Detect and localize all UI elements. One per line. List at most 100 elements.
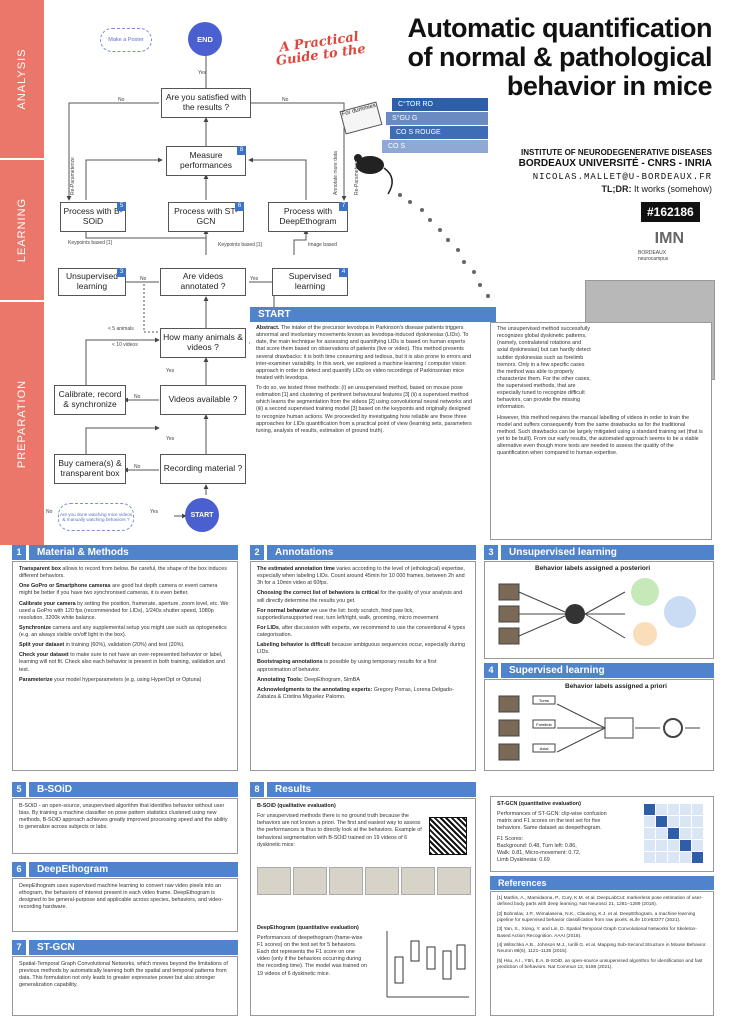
recording-box: Recording material ? xyxy=(160,454,246,484)
s2-item: Choosing the correct list of behaviors i… xyxy=(257,590,469,604)
label-image: Image based xyxy=(308,242,337,248)
flowchart-arrows xyxy=(66,47,347,519)
how-many-box: How many animals & videos ? xyxy=(160,328,246,358)
label-lt5: < 5 animals xyxy=(108,326,134,332)
section-8-body: B-SOiD (qualitative evaluation) For unsu… xyxy=(250,798,476,1016)
s1-item-text: allows to record from below. Be careful,… xyxy=(19,566,227,580)
references-header: References xyxy=(490,876,714,890)
badge-7: 7 xyxy=(339,202,348,211)
sidebar-learning: LEARNING xyxy=(0,160,44,300)
supervised-label: Supervised learning xyxy=(288,271,332,291)
s1-item: One GoPro or Smartphone cameras are good… xyxy=(19,583,231,597)
s2-item-text: we use the list: body scratch, hind paw … xyxy=(257,607,439,621)
s2-item-text: because ambiguous sequences occur, espec… xyxy=(257,642,465,656)
s2-item-text: for the quality of your analysis and wil… xyxy=(257,590,463,604)
conclusion-panel: The unsupervised method successfully rec… xyxy=(490,322,712,540)
section-6-body: DeepEthogram uses supervised machine lea… xyxy=(12,878,238,932)
confusion-cell xyxy=(668,804,679,815)
s2-item-text: DeepEthogram, SimBA xyxy=(302,676,360,683)
section-1-number: 1 xyxy=(12,545,26,560)
f1-line-1: Background: 0.48, Turn left: 0.86, xyxy=(497,842,577,849)
f1-line-2: Walk: 0.81, Micro-movement: 0.72, xyxy=(497,849,581,856)
confusion-cell xyxy=(680,804,691,815)
label-no-annotated: No xyxy=(140,276,147,282)
confusion-cell xyxy=(680,840,691,851)
section-3-title: Unsupervised learning xyxy=(501,545,714,560)
affiliation-1: INSTITUTE OF NEURODEGENERATIVE DISEASES xyxy=(521,148,712,157)
results-bsoid-text: For unsupervised methods there is no gro… xyxy=(257,813,422,848)
results-bsoid-head-text: B-SOiD (qualitative evaluation) xyxy=(257,803,336,809)
confusion-cell xyxy=(668,840,679,851)
abstract-label: Abstract. xyxy=(256,325,280,331)
title-line-2: of normal & pathological xyxy=(407,41,712,72)
section-2-number: 2 xyxy=(250,545,264,560)
conclusion-paragraph-1: The unsupervised method successfully rec… xyxy=(497,326,591,411)
logo-sub: BORDEAUX neurocampus xyxy=(638,250,669,262)
frame-6 xyxy=(437,867,471,895)
badge-3: 3 xyxy=(117,268,126,277)
s2-item: Annotating Tools: DeepEthogram, SimBA xyxy=(257,677,469,684)
results-deep-head: DeepEthogram (quantitative evaluation) xyxy=(257,925,469,932)
s1-item-bold: Parameterize xyxy=(19,676,53,683)
reference-item: [1] Mathis, A., Mamidanna, P., Cury, K.M… xyxy=(497,896,703,908)
book-spine-2: S°GU G xyxy=(386,112,488,125)
contact-email: NICOLAS.MALLET@U-BORDEAUX.FR xyxy=(532,172,712,182)
s2-item: Bootstraping annotations is possible by … xyxy=(257,659,469,673)
s1-item-text: camera and any supplemental setup you mi… xyxy=(19,624,227,638)
frame-2 xyxy=(293,867,327,895)
section-1-body: Transparent box allows to record from be… xyxy=(12,561,238,771)
reference-item: [5] Hsu, A.I., Yttri, E.A. B-SOiD, an op… xyxy=(497,958,703,970)
confusion-cell xyxy=(644,804,655,815)
label-reparam-left: Re-Parameterize xyxy=(70,157,76,195)
frame-1 xyxy=(257,867,291,895)
measure-label: Measure performances xyxy=(180,150,232,170)
confusion-cell xyxy=(668,816,679,827)
end-node: END xyxy=(188,22,222,56)
deepethogram-label: Process with DeepEthogram xyxy=(279,206,337,226)
results-bsoid-head: B-SOiD (qualitative evaluation) xyxy=(257,803,469,810)
section-6-number: 6 xyxy=(12,862,26,877)
badge-5: 5 xyxy=(117,202,126,211)
section-3-caption: Behavior labels assigned a posteriori xyxy=(535,565,651,572)
confusion-cell xyxy=(680,828,691,839)
frame-5 xyxy=(401,867,435,895)
unsupervised-label: Unsupervised learning xyxy=(66,271,118,291)
results-deep-head-text: DeepEthogram (quantitative evaluation) xyxy=(257,924,359,931)
affiliation-2: BORDEAUX UNIVERSITÉ - CNRS - INRIA xyxy=(518,158,712,169)
confusion-cell xyxy=(656,804,667,815)
s1-item-text: your model hyperparameters (e.g. using H… xyxy=(52,676,202,683)
label-no-start: No xyxy=(46,509,53,515)
conclusion-paragraph-2: However, this method requires the manual… xyxy=(497,414,703,457)
deepethogram-boxplot xyxy=(386,931,469,998)
bsoid-label: Process with B-SOiD xyxy=(63,206,123,226)
calibrate-box: Calibrate, record & synchronize xyxy=(54,385,126,415)
supervised-label-3: Axial xyxy=(540,746,549,751)
s1-item-text: by setting the position, framerate, aper… xyxy=(19,600,229,621)
book-spine-3: CO S ROUGE xyxy=(390,126,488,139)
unsupervised-diagram xyxy=(498,578,696,646)
label-keypoints-1: Keypoints based [1] xyxy=(68,240,112,246)
mouse-footprints xyxy=(354,154,490,298)
section-4-body: Behavior labels assigned a priori Turns … xyxy=(484,679,714,771)
s2-item: Labeling behavior is difficult because a… xyxy=(257,642,469,656)
hashtag-badge: #162186 xyxy=(641,202,700,222)
label-no-left: No xyxy=(118,97,125,103)
confusion-cell xyxy=(668,828,679,839)
results-deep-text: Performances of deepethogram (frame-wise… xyxy=(257,934,367,977)
label-no-recording: No xyxy=(134,464,141,470)
mouse-icon xyxy=(356,156,384,174)
s1-item-bold: Check your dataset xyxy=(19,652,69,659)
s2-item-bold: Choosing the correct list of behaviors i… xyxy=(257,590,379,597)
supervised-diagram: Turns Forelimb Axial xyxy=(498,695,700,761)
s2-item-text: Gregory Porras, Lorena Delgado-Zabalza &… xyxy=(257,686,454,700)
s1-item: Split your dataset in training (60%), va… xyxy=(19,642,231,649)
s1-item-bold: Synchronize xyxy=(19,624,52,631)
s1-item: Synchronize camera and any supplemental … xyxy=(19,625,231,639)
bsoid-frames xyxy=(257,867,471,895)
s2-item: Acknowledgments to the annotating expert… xyxy=(257,687,469,701)
